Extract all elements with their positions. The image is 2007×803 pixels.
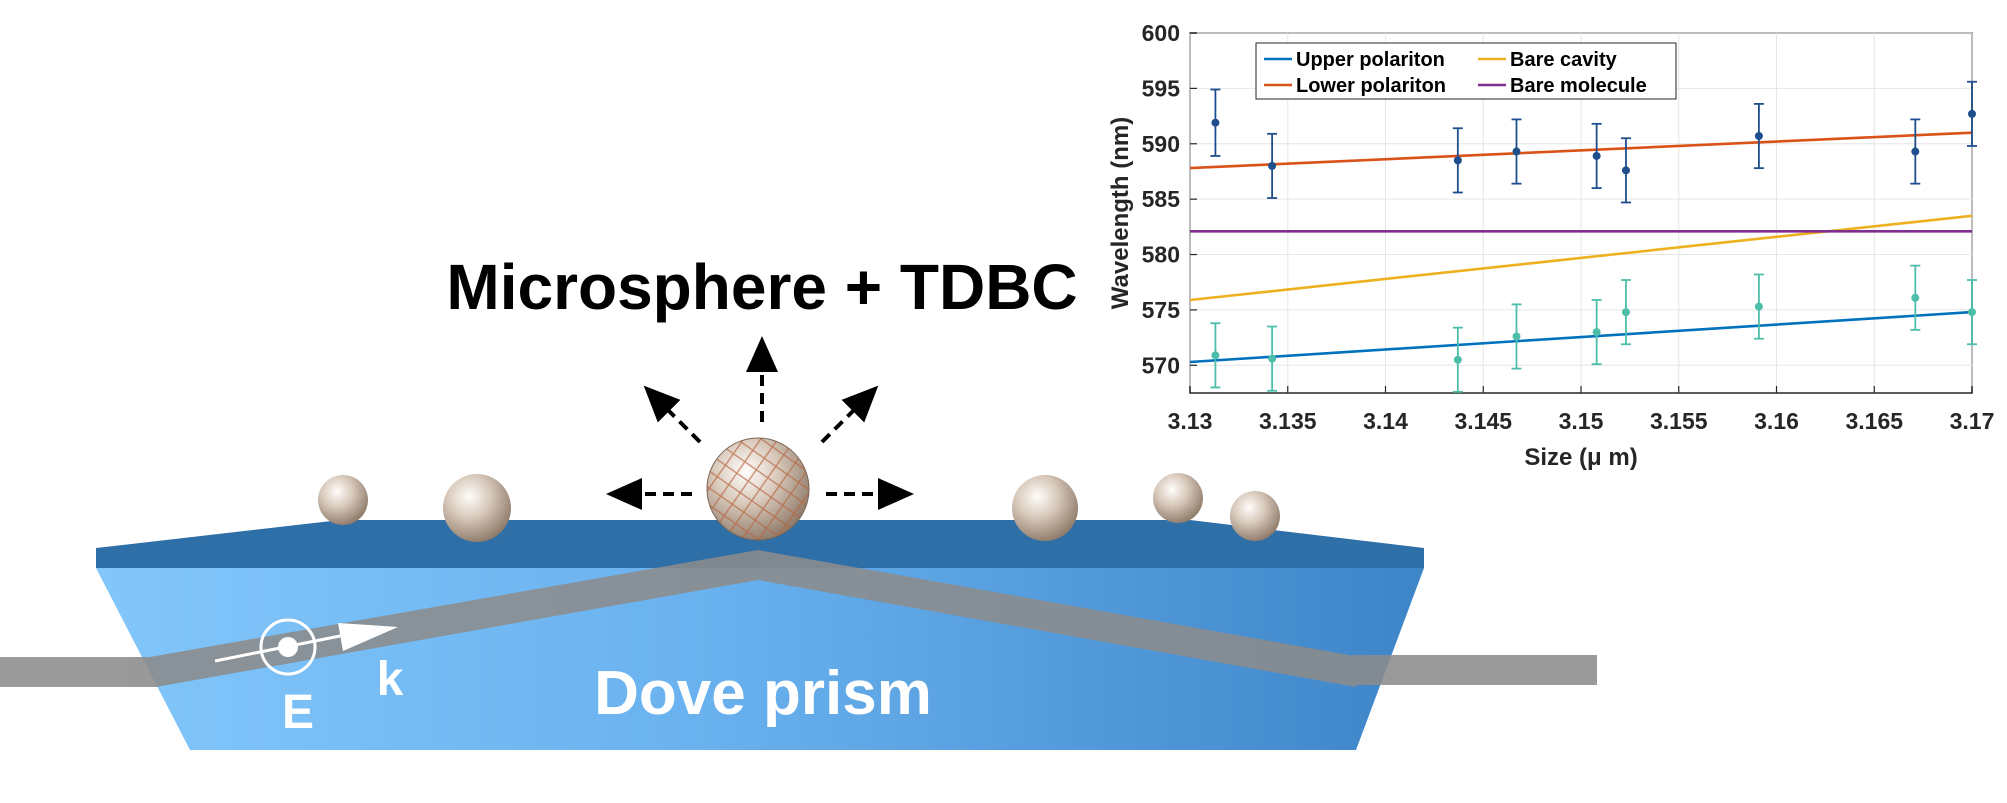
data-point xyxy=(1512,332,1521,341)
emission-arrow-upright xyxy=(820,385,879,444)
fit-lines xyxy=(1189,131,1973,364)
microspheres xyxy=(318,473,1280,542)
y-tick-label: 600 xyxy=(1142,20,1180,46)
x-tick-label: 3.15 xyxy=(1559,408,1604,434)
x-tick-label: 3.13 xyxy=(1168,408,1213,434)
k-arrow-icon xyxy=(338,623,398,651)
data-point xyxy=(1621,166,1630,175)
legend-entry: Bare cavity xyxy=(1510,49,1618,71)
x-tick-label: 3.165 xyxy=(1845,408,1903,434)
data-point xyxy=(1453,156,1462,165)
microsphere xyxy=(1230,491,1280,541)
x-tick-label: 3.16 xyxy=(1754,408,1799,434)
data-point xyxy=(1911,293,1920,302)
y-tick-label: 570 xyxy=(1142,352,1180,378)
data-point xyxy=(1512,147,1521,156)
x-axis-title: Size (μ m) xyxy=(1524,444,1637,471)
data-point xyxy=(1911,147,1920,156)
data-point xyxy=(1268,354,1277,363)
data-point xyxy=(1453,355,1462,364)
data-point xyxy=(1754,302,1763,311)
ticks: 3.13 3.135 3.14 3.145 3.15 3.155 3.16 3.165 3.17… xyxy=(1142,20,1995,434)
series-line-1 xyxy=(1189,214,1973,302)
data-point xyxy=(1621,308,1630,317)
data-point xyxy=(1268,161,1277,170)
x-tick-label: 3.155 xyxy=(1650,408,1708,434)
data-points xyxy=(1210,80,1977,393)
y-tick-label: 590 xyxy=(1142,131,1180,157)
data-point xyxy=(1592,151,1601,160)
data-point xyxy=(1592,328,1601,337)
emission-arrow-upleft xyxy=(643,385,702,444)
x-tick-label: 3.145 xyxy=(1454,408,1512,434)
legend-box xyxy=(1255,42,1677,100)
data-point xyxy=(1968,308,1976,317)
y-tick-label: 585 xyxy=(1142,186,1181,212)
wavevector-label: k xyxy=(377,653,404,706)
microsphere xyxy=(443,474,511,542)
series-line-2 xyxy=(1189,131,1973,170)
dove-prism-top-surface xyxy=(96,520,1424,568)
field-label: E xyxy=(282,686,314,739)
legend-entry: Lower polariton xyxy=(1296,75,1446,97)
prism-label: Dove prism xyxy=(594,659,932,728)
y-tick-label: 575 xyxy=(1142,297,1181,323)
microsphere xyxy=(1153,473,1203,523)
tdbc-coated-microsphere xyxy=(706,437,810,541)
legend-entry: Bare molecule xyxy=(1510,75,1647,97)
light-beam xyxy=(0,550,1597,687)
y-tick-label: 595 xyxy=(1142,75,1181,101)
series-line-0 xyxy=(1189,310,1973,364)
data-point xyxy=(1968,109,1976,118)
wavelength-chart: 3.13 3.135 3.14 3.145 3.15 3.155 3.16 3.165 3.17… xyxy=(1107,20,1994,471)
x-tick-label: 3.17 xyxy=(1950,408,1995,434)
polarization-symbol xyxy=(214,618,398,676)
data-point xyxy=(1754,132,1763,141)
x-tick-label: 3.14 xyxy=(1363,408,1408,434)
legend-entry: Upper polariton xyxy=(1296,49,1445,71)
emission-arrows xyxy=(606,336,914,510)
diagram-title: Microsphere + TDBC xyxy=(446,251,1077,323)
microsphere xyxy=(1012,475,1078,541)
data-point xyxy=(1211,351,1220,360)
beam-axis-line xyxy=(214,633,346,663)
microsphere xyxy=(318,475,368,525)
data-point xyxy=(1211,118,1220,127)
field-circle-icon xyxy=(259,618,317,676)
x-tick-label: 3.135 xyxy=(1259,408,1317,434)
y-tick-label: 580 xyxy=(1142,242,1180,268)
y-axis-title: Wavelength (nm) xyxy=(1107,117,1134,309)
diagram: E k Dove prism Microsphere + TDBC xyxy=(0,251,1597,750)
